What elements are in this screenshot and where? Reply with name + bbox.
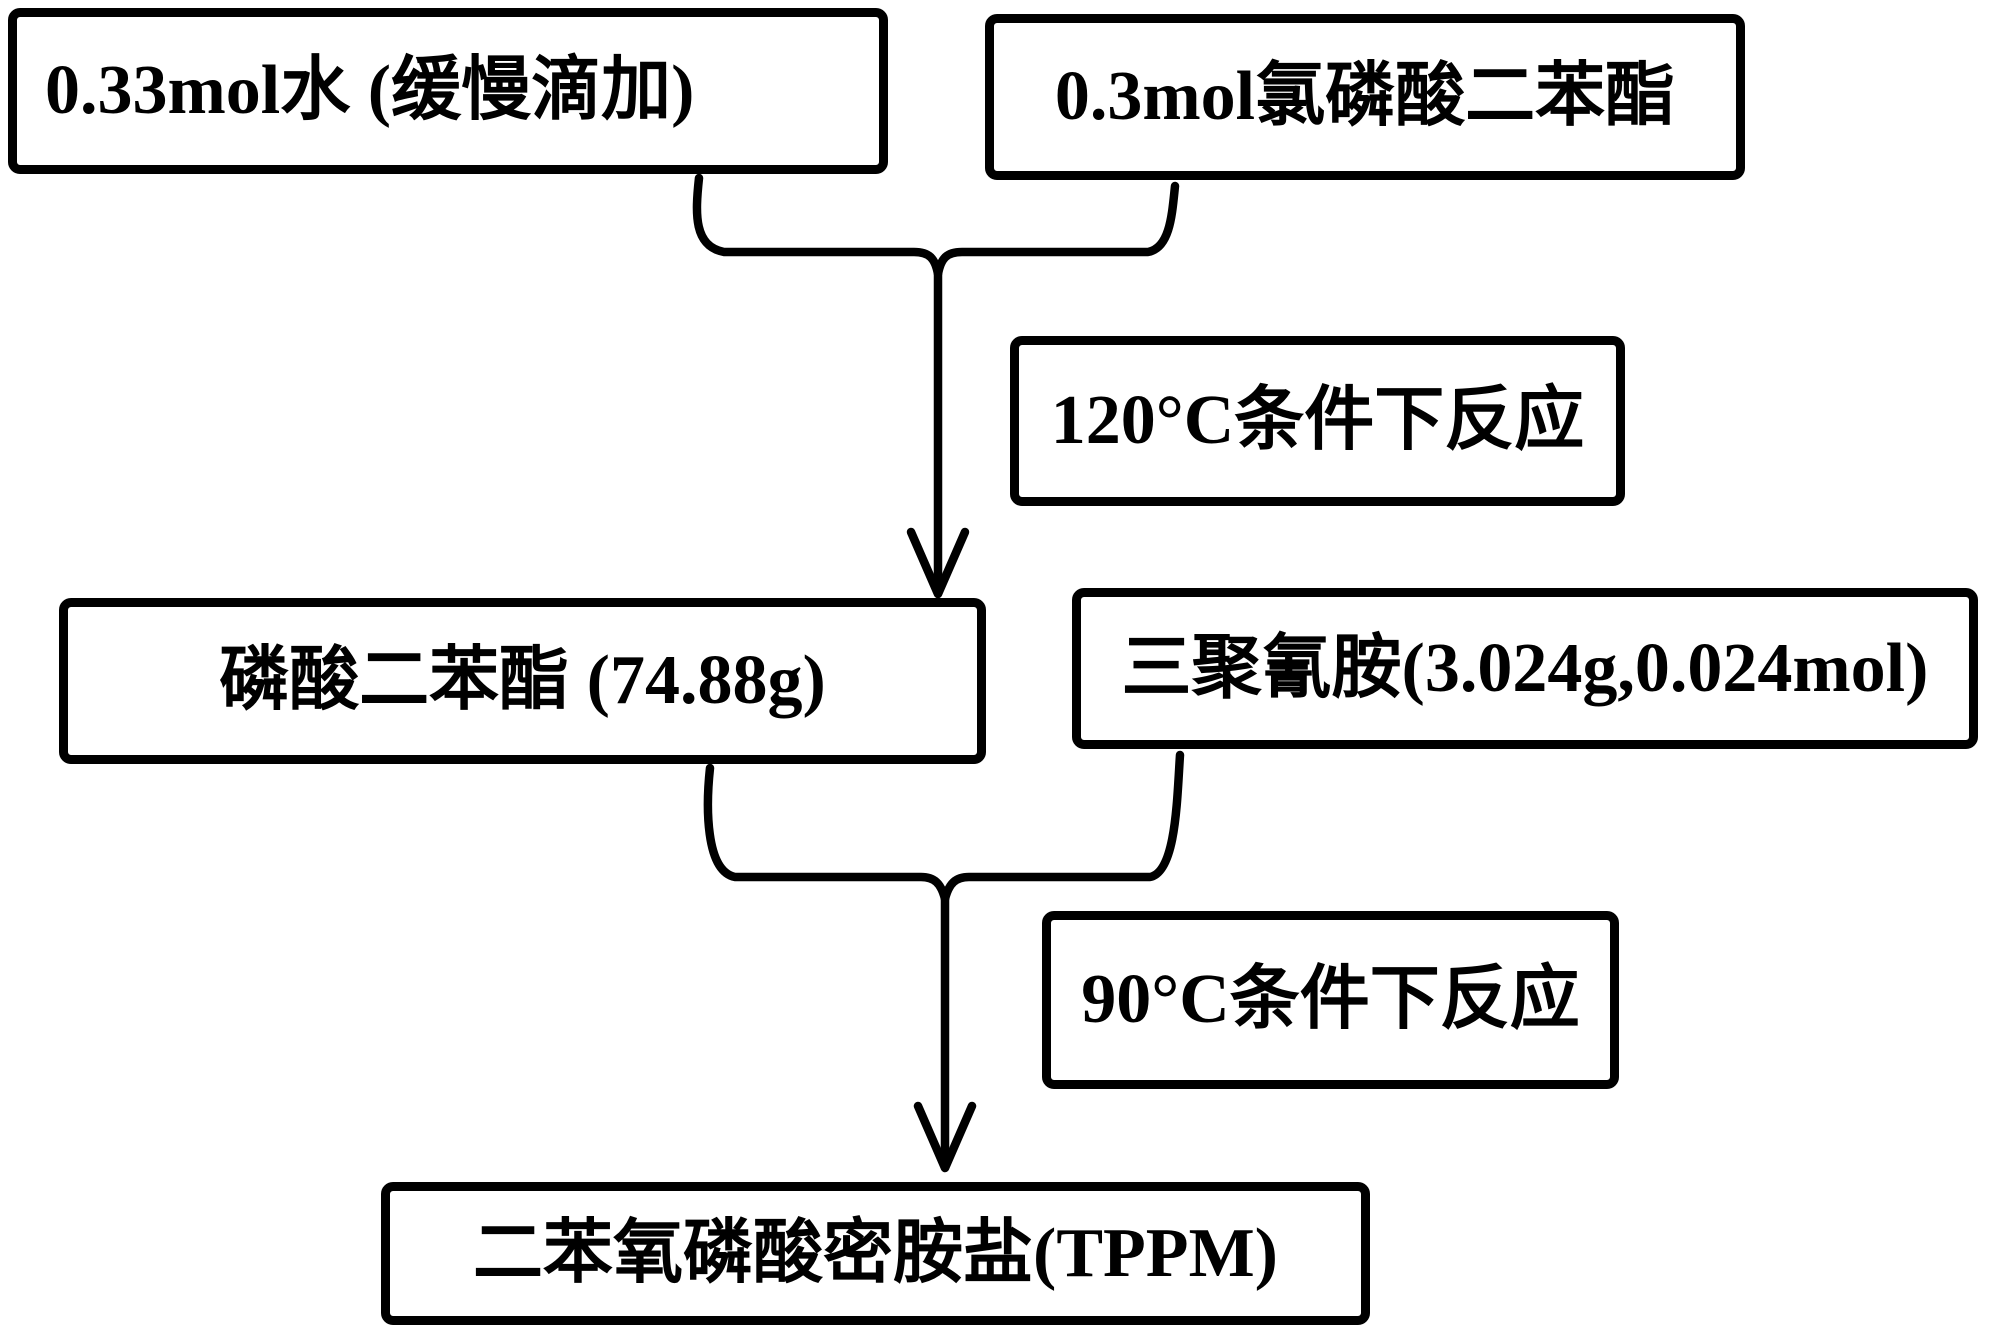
merge-bracket-2 <box>703 750 1185 904</box>
node-water-label: 0.33mol水 (缓慢滴加) <box>45 52 695 129</box>
label-reaction-condition-90c: 90°C条件下反应 <box>1042 911 1619 1089</box>
label-reaction-condition-90c-text: 90°C条件下反应 <box>1081 961 1580 1038</box>
node-product-tppm: 二苯氧磷酸密胺盐(TPPM) <box>381 1182 1370 1325</box>
node-water-input: 0.33mol水 (缓慢滴加) <box>8 8 888 174</box>
label-reaction-condition-120c-text: 120°C条件下反应 <box>1050 382 1585 459</box>
node-melamine-input: 三聚氰胺(3.024g,0.024mol) <box>1072 588 1978 749</box>
node-diphenyl-phosphate-intermediate: 磷酸二苯酯 (74.88g) <box>59 598 986 764</box>
node-product-tppm-label: 二苯氧磷酸密胺盐(TPPM) <box>473 1214 1278 1292</box>
node-diphenyl-chlorophosphate-label: 0.3mol氯磷酸二苯酯 <box>1054 58 1676 135</box>
node-diphenyl-chlorophosphate-input: 0.3mol氯磷酸二苯酯 <box>985 14 1745 180</box>
merge-bracket-1 <box>692 173 1180 279</box>
node-diphenyl-phosphate-label: 磷酸二苯酯 (74.88g) <box>219 642 826 719</box>
label-reaction-condition-120c: 120°C条件下反应 <box>1010 336 1625 506</box>
flow-arrow-1-head <box>906 527 970 599</box>
flow-arrow-2-head <box>913 1101 977 1173</box>
node-melamine-label: 三聚氰胺(3.024g,0.024mol) <box>1121 629 1929 707</box>
